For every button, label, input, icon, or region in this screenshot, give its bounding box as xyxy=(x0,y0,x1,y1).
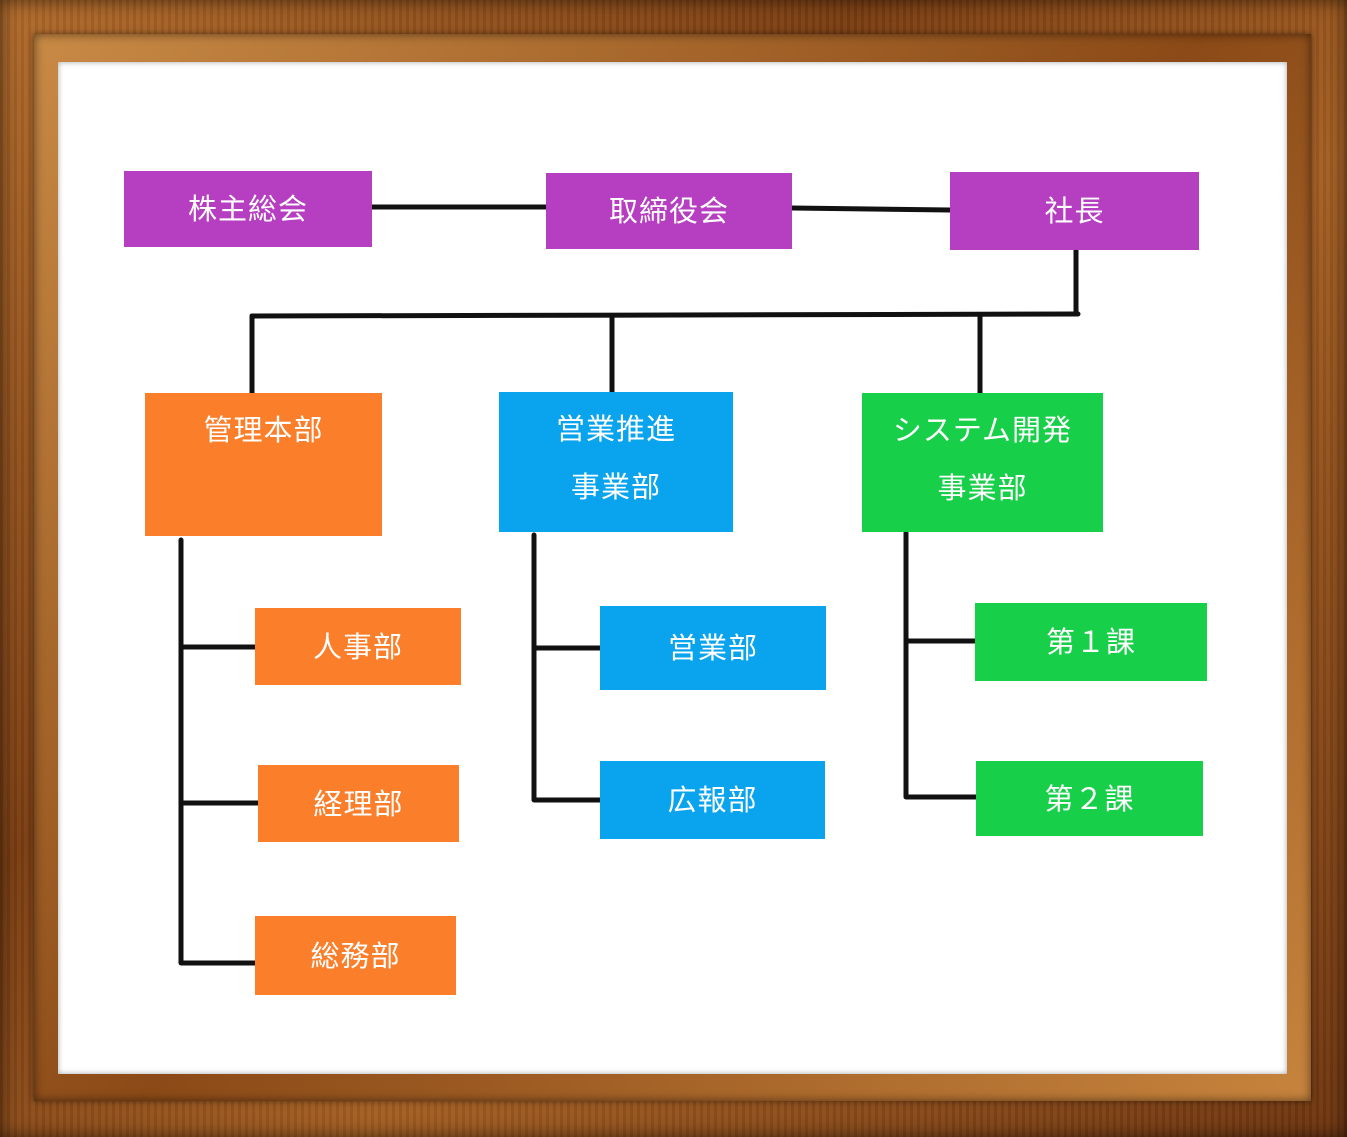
connector-development-trunk xyxy=(903,530,979,800)
node-section-2: 第２課 xyxy=(976,761,1203,836)
node-label: 第２課 xyxy=(1044,781,1135,816)
node-president: 社長 xyxy=(950,172,1199,250)
node-sales-division: 営業推進 事業部 xyxy=(499,392,733,532)
node-label: 第１課 xyxy=(1045,625,1136,659)
node-label: 株主総会 xyxy=(187,192,308,226)
node-pr-department: 広報部 xyxy=(600,761,825,839)
node-label: 管理本部 xyxy=(203,413,324,447)
connector-board-president xyxy=(789,205,953,213)
node-label: 社長 xyxy=(1044,194,1105,228)
node-label-line1: システム開発 xyxy=(892,413,1073,447)
connector-division-bus xyxy=(249,311,1081,319)
node-label-line2: 事業部 xyxy=(937,471,1028,505)
node-label: 総務部 xyxy=(310,938,401,973)
node-label-line1: 営業推進 xyxy=(555,412,676,446)
node-development-division: システム開発 事業部 xyxy=(862,393,1103,532)
node-label: 広報部 xyxy=(667,783,758,817)
connector-management-trunk xyxy=(178,537,258,966)
node-hr-department: 人事部 xyxy=(255,608,461,685)
node-label: 経理部 xyxy=(313,786,404,821)
node-label: 営業部 xyxy=(667,631,758,665)
node-sales-department: 営業部 xyxy=(600,606,826,690)
node-shareholders-meeting: 株主総会 xyxy=(124,171,372,247)
node-label: 人事部 xyxy=(312,629,403,664)
node-label: 取締役会 xyxy=(608,194,729,228)
node-accounting-department: 経理部 xyxy=(258,765,459,842)
node-management-division: 管理本部 xyxy=(145,393,382,536)
node-section-1: 第１課 xyxy=(975,603,1207,681)
node-board-of-directors: 取締役会 xyxy=(546,173,792,249)
connector-sales-trunk xyxy=(531,532,603,803)
node-general-affairs-department: 総務部 xyxy=(255,916,456,995)
node-label-line2: 事業部 xyxy=(570,470,661,504)
